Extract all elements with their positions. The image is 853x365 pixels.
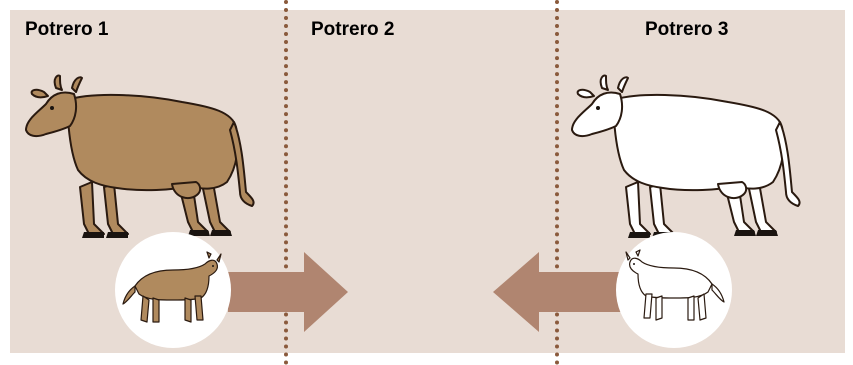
paddock-divider-2-3 <box>555 0 559 365</box>
paddock-2-label: Potrero 2 <box>311 19 395 40</box>
paddock-1-label: Potrero 1 <box>25 19 109 40</box>
paddock-3-label: Potrero 3 <box>645 19 729 40</box>
paddock-divider-1-2 <box>284 0 288 365</box>
brown-cow-icon <box>25 74 255 238</box>
white-cow-icon <box>571 74 801 238</box>
brown-calf-icon <box>115 232 231 348</box>
arrow-right-icon <box>228 252 348 332</box>
white-calf-icon <box>616 232 732 348</box>
arrow-left-icon <box>493 252 623 332</box>
